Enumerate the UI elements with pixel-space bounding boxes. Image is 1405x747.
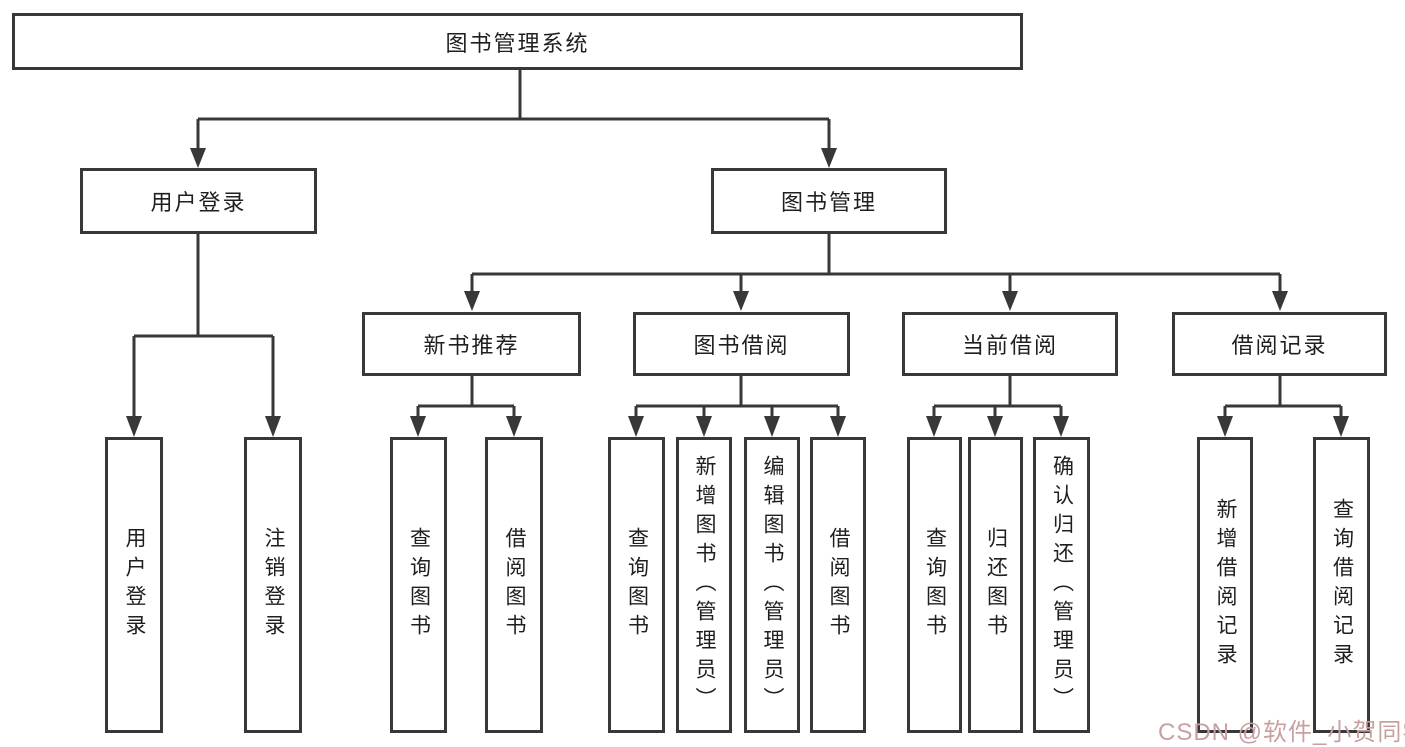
connector-root-to-level1 [196,69,831,150]
leaf-borrow-book-1: 借阅图书 [485,437,543,733]
arrow-down-icon [1053,416,1069,437]
node-label: 查询图书 [625,527,649,643]
leaf-confirm-return-admin: 确认归还（管理员） [1033,437,1090,733]
node-label: 图书借阅 [693,333,790,358]
node-user-login: 用户登录 [80,168,317,234]
leaf-query-book-2: 查询图书 [608,437,665,733]
node-label: 注销登录 [262,527,286,643]
node-book-management: 图书管理 [711,168,947,234]
node-root-system: 图书管理系统 [12,13,1023,70]
node-label: 新增借阅记录 [1214,498,1238,672]
leaf-edit-book-admin: 编辑图书（管理员） [744,437,800,733]
node-label: 确认归还（管理员） [1050,454,1074,716]
node-label: 借阅图书 [503,527,527,643]
connector-mgmt-to-level2 [470,234,1282,293]
node-label: 借阅图书 [827,527,851,643]
arrow-down-icon [464,291,480,311]
arrow-down-icon [410,416,426,437]
connector-newbook-to-leaves [416,376,516,420]
connector-borrow-to-leaves [634,376,840,420]
arrow-down-icon [265,416,281,437]
arrow-down-icon [926,416,942,437]
arrow-down-icon [821,148,837,168]
node-label: 查询借阅记录 [1330,498,1354,672]
node-label: 用户登录 [150,190,247,215]
leaf-return-book: 归还图书 [968,437,1023,733]
arrow-down-icon [764,416,780,437]
node-label: 用户登录 [123,527,147,643]
leaf-logout: 注销登录 [244,437,302,733]
node-label: 图书管理系统 [445,30,590,56]
node-new-book-recommend: 新书推荐 [362,312,581,376]
node-label: 查询图书 [407,527,431,643]
node-borrow-record: 借阅记录 [1172,312,1387,376]
node-label: 借阅记录 [1231,333,1328,358]
arrow-down-icon [1217,416,1233,437]
node-label: 新书推荐 [423,333,520,358]
arrow-down-icon [733,291,749,311]
arrow-down-icon [1272,291,1288,311]
arrow-down-icon [628,416,644,437]
watermark: CSDN @软件_小贺同学 [1158,719,1405,746]
arrow-down-icons [126,148,1349,437]
node-book-borrow: 图书借阅 [633,312,850,376]
leaf-borrow-book-2: 借阅图书 [810,437,866,733]
arrow-down-icon [126,416,142,437]
connector-current-to-leaves [932,376,1063,420]
node-label: 归还图书 [984,527,1008,643]
arrow-down-icon [190,148,206,168]
leaf-add-borrow-record: 新增借阅记录 [1197,437,1253,733]
arrow-down-icon [1002,291,1018,311]
node-label: 新增图书（管理员） [693,454,717,716]
node-label: 当前借阅 [961,333,1058,358]
connector-login-to-leaves [132,234,275,419]
node-label: 图书管理 [780,190,877,215]
arrow-down-icon [506,416,522,437]
leaf-user-login: 用户登录 [105,437,163,733]
arrow-down-icon [696,416,712,437]
node-label: 编辑图书（管理员） [761,454,785,716]
connector-record-to-leaves [1223,376,1343,420]
leaf-query-book-3: 查询图书 [907,437,962,733]
node-label: 查询图书 [923,527,947,643]
leaf-query-borrow-record: 查询借阅记录 [1313,437,1370,733]
leaf-query-book-1: 查询图书 [390,437,447,733]
arrow-down-icon [830,416,846,437]
arrow-down-icon [987,416,1003,437]
leaf-add-book-admin: 新增图书（管理员） [676,437,732,733]
node-current-borrow: 当前借阅 [902,312,1118,376]
arrow-down-icon [1333,416,1349,437]
